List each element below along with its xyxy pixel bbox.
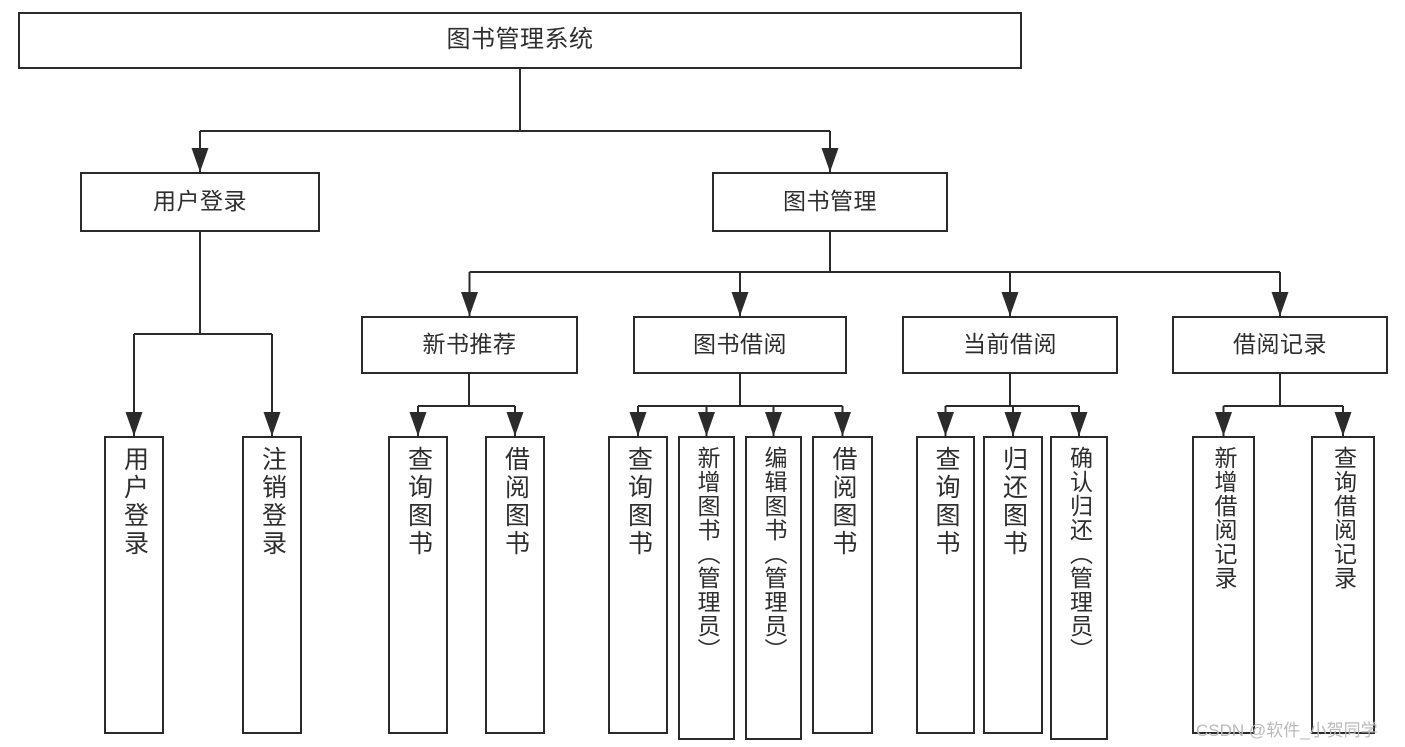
node-label: 归还图书 [999,446,1028,558]
node-leaf-confirm[interactable]: 确认归还（管理员） [1050,436,1108,740]
node-borrow[interactable]: 图书借阅 [633,316,847,374]
node-label: 当前借阅 [963,331,1057,358]
node-leaf-editbook[interactable]: 编辑图书（管理员） [745,436,802,740]
node-label: 编辑图书（管理员） [761,446,787,662]
node-label: 注销登录 [258,446,287,558]
node-label: 图书管理系统 [446,26,594,54]
node-label: 查询图书 [404,446,433,558]
node-label: 图书借阅 [693,331,787,358]
node-label: 确认归还（管理员） [1066,446,1093,662]
node-leaf-addbook[interactable]: 新增图书（管理员） [678,436,735,740]
node-label: 查询借阅记录 [1330,446,1357,590]
node-leaf-login[interactable]: 用户登录 [104,436,164,734]
node-leaf-query1[interactable]: 查询图书 [388,436,448,734]
watermark-text: CSDN @软件_小贺同学 [1196,721,1378,740]
node-records[interactable]: 借阅记录 [1172,316,1388,374]
node-label: 借阅图书 [829,446,857,558]
node-label: 图书管理 [783,188,877,215]
node-leaf-logout[interactable]: 注销登录 [242,436,302,734]
node-label: 借阅图书 [501,446,530,558]
node-leaf-query3[interactable]: 查询图书 [916,436,975,734]
node-label: 用户登录 [153,188,247,215]
node-current[interactable]: 当前借阅 [902,316,1118,374]
node-leaf-queryrec[interactable]: 查询借阅记录 [1311,436,1375,734]
node-label: 借阅记录 [1233,331,1327,358]
node-label: 查询图书 [624,446,653,558]
node-root[interactable]: 图书管理系统 [18,12,1022,69]
node-label: 查询图书 [932,446,960,558]
node-newbook[interactable]: 新书推荐 [361,316,578,374]
node-login[interactable]: 用户登录 [80,172,320,232]
node-label: 新书推荐 [422,331,517,358]
node-bookmgmt[interactable]: 图书管理 [712,172,948,232]
node-leaf-borrow1[interactable]: 借阅图书 [485,436,545,734]
node-label: 新增借阅记录 [1211,446,1237,590]
node-label: 用户登录 [120,446,149,558]
node-leaf-return[interactable]: 归还图书 [983,436,1043,734]
node-leaf-query2[interactable]: 查询图书 [608,436,668,734]
node-leaf-borrow2[interactable]: 借阅图书 [812,436,873,734]
node-leaf-addrec[interactable]: 新增借阅记录 [1192,436,1255,734]
node-label: 新增图书（管理员） [694,446,720,662]
